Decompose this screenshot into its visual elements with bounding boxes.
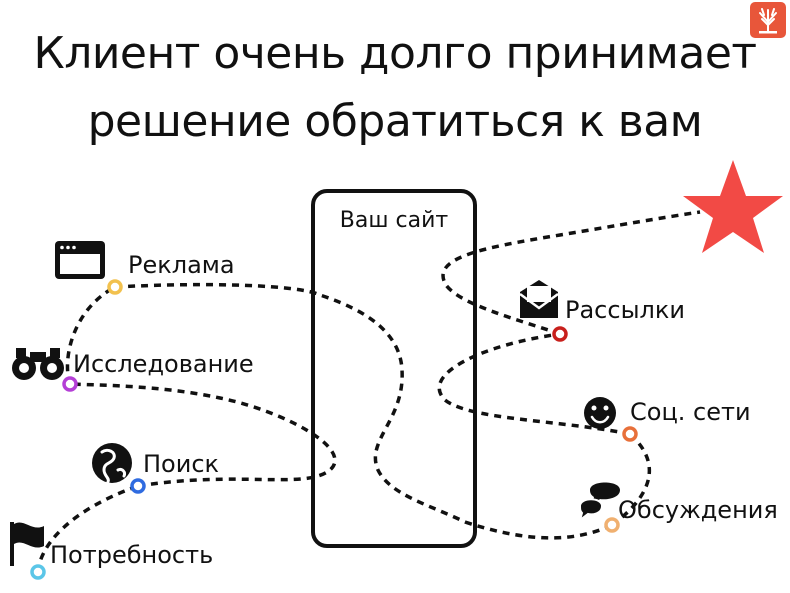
stage-node-mail: [552, 326, 568, 342]
stage-node-search: [130, 478, 146, 494]
stage-label-ads: Реклама: [128, 251, 235, 279]
binoculars-icon: [12, 348, 64, 380]
stage-label-forums: Обсуждения: [618, 496, 778, 524]
smiley-icon: [584, 397, 616, 429]
envelope-icon: [519, 280, 559, 318]
stage-node-need: [30, 564, 46, 580]
site-box: [311, 189, 477, 548]
stage-node-forums: [604, 517, 620, 533]
stage-label-search: Поиск: [143, 450, 219, 478]
stage-node-research: [62, 376, 78, 392]
stage-node-ads: [107, 279, 123, 295]
journey-path: [36, 210, 701, 573]
title-line-2: решение обратиться к вам: [87, 96, 703, 147]
stage-label-need: Потребность: [50, 541, 213, 569]
browser-icon: [55, 241, 105, 279]
stage-node-social: [622, 426, 638, 442]
stage-label-mail: Рассылки: [565, 296, 685, 324]
title-line-1: Клиент очень долго принимает: [33, 28, 757, 79]
stage-label-social: Соц. сети: [630, 398, 751, 426]
flag-icon: [10, 522, 44, 566]
chat-icon: [578, 482, 620, 523]
tree-icon: [750, 2, 786, 38]
globe-icon: [92, 443, 132, 484]
star-icon: [683, 160, 783, 253]
stage-label-research: Исследование: [73, 350, 254, 378]
site-label: Ваш сайт: [340, 208, 449, 233]
